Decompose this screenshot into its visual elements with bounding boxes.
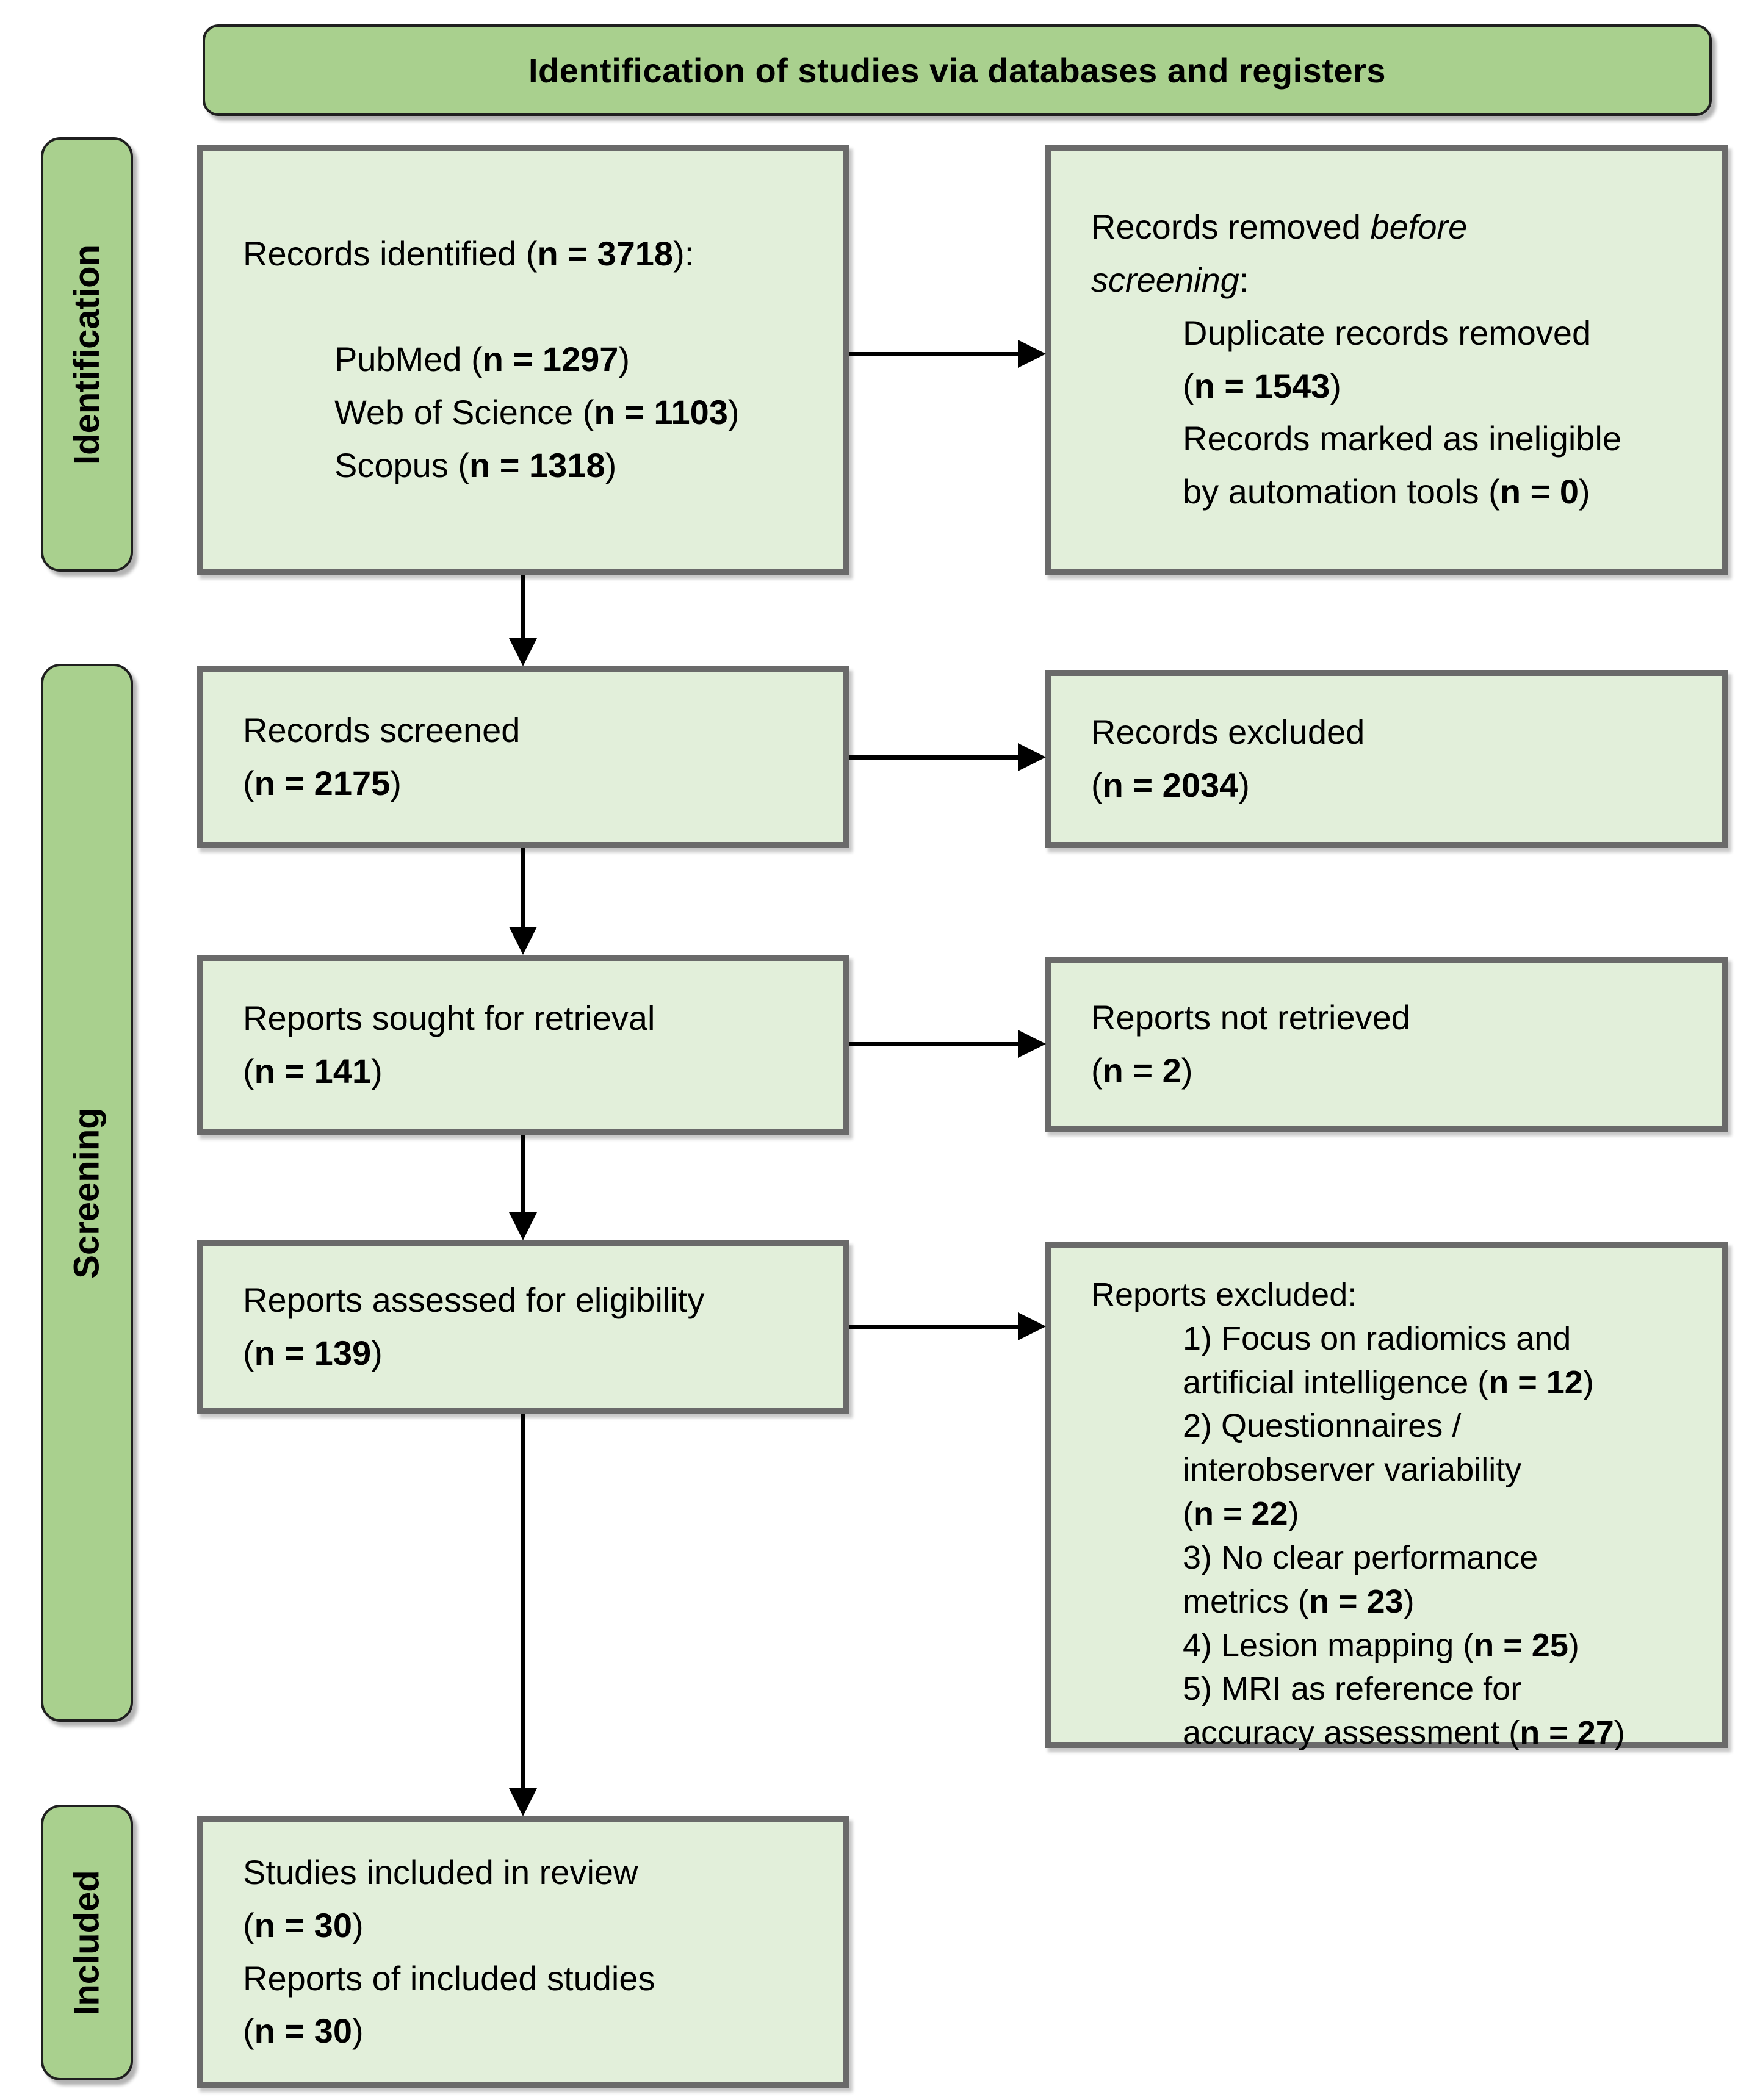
- box-reports-not-retrieved-text: Reports not retrieved(n = 2): [1091, 998, 1410, 1090]
- box-records-screened-text: Records screened(n = 2175): [243, 711, 521, 802]
- box-records-excluded: Records excluded(n = 2034): [1045, 670, 1728, 848]
- box-records-identified-text: Records identified (n = 3718): PubMed (n…: [243, 234, 740, 484]
- box-studies-included-text: Studies included in review(n = 30)Report…: [243, 1852, 655, 2051]
- box-reports-excluded: Reports excluded:1) Focus on radiomics a…: [1045, 1242, 1728, 1751]
- stage-label-screening: Screening: [67, 1107, 107, 1279]
- box-records-screened: Records screened(n = 2175): [197, 666, 849, 848]
- box-reports-not-retrieved: Reports not retrieved(n = 2): [1045, 957, 1728, 1132]
- box-reports-assessed: Reports assessed for eligibility(n = 139…: [197, 1240, 849, 1414]
- stage-label-identification: Identification: [67, 244, 107, 465]
- page-title: Identification of studies via databases …: [528, 51, 1386, 90]
- header-banner: Identification of studies via databases …: [203, 24, 1712, 116]
- box-records-excluded-text: Records excluded(n = 2034): [1091, 713, 1365, 804]
- box-reports-sought-text: Reports sought for retrieval(n = 141): [243, 998, 655, 1090]
- box-reports-assessed-text: Reports assessed for eligibility(n = 139…: [243, 1281, 705, 1372]
- stage-band-identification: Identification: [41, 137, 133, 572]
- stage-label-included: Included: [67, 1869, 107, 2016]
- box-records-identified: Records identified (n = 3718): PubMed (n…: [197, 145, 849, 575]
- stage-band-screening: Screening: [41, 664, 133, 1722]
- box-studies-included: Studies included in review(n = 30)Report…: [197, 1816, 849, 2088]
- box-reports-sought: Reports sought for retrieval(n = 141): [197, 955, 849, 1135]
- stage-band-included: Included: [41, 1805, 133, 2080]
- box-reports-excluded-text: Reports excluded:1) Focus on radiomics a…: [1091, 1276, 1625, 1752]
